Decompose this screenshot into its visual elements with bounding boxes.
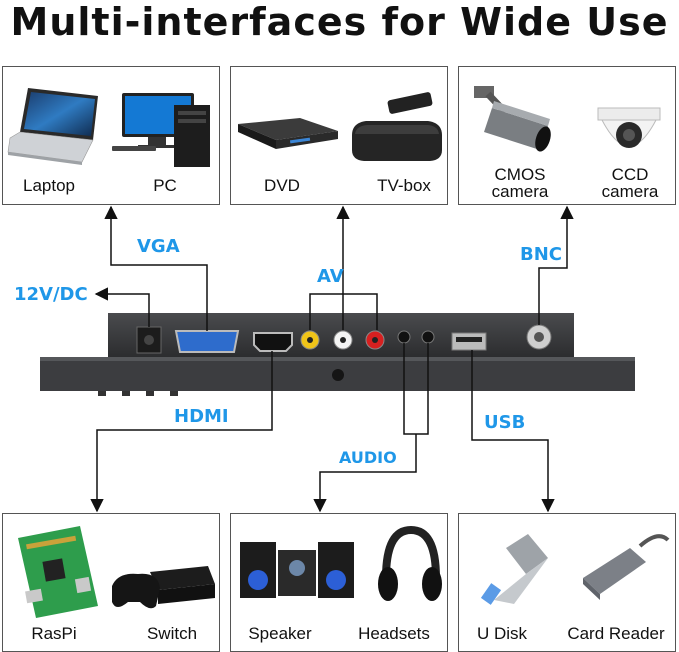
cmos-label-line1: CMOS [494, 165, 546, 184]
av-port-yellow-icon [300, 330, 320, 350]
av-port-white-icon [333, 330, 353, 350]
pc-icon [112, 93, 210, 167]
cmos-label-line2: camera [491, 182, 549, 201]
connector-lines [90, 205, 574, 513]
speaker-system-icon [240, 542, 354, 598]
pc-label: PC [153, 176, 177, 195]
speaker-label: Speaker [248, 624, 312, 643]
card-reader-icon [583, 534, 670, 600]
headsets-label: Headsets [358, 624, 430, 643]
raspi-label: RasPi [31, 624, 77, 643]
dvd-player-icon [238, 118, 338, 149]
usb-label: USB [484, 412, 526, 433]
av-label: AV [317, 266, 344, 287]
dc-port-icon [136, 326, 162, 354]
vga-label: VGA [137, 236, 180, 257]
headphones-icon [378, 525, 442, 601]
raspberry-pi-icon [18, 526, 98, 618]
hdmi-port-icon [253, 332, 293, 352]
card-reader-label: Card Reader [567, 624, 665, 643]
hdmi-label: HDMI [174, 406, 229, 427]
cmos-camera-icon [474, 86, 551, 152]
u-disk-label: U Disk [476, 624, 528, 643]
audio-label: AUDIO [339, 448, 397, 467]
bnc-port-icon [526, 324, 552, 350]
game-console-icon [112, 566, 215, 609]
laptop-label: Laptop [23, 176, 75, 195]
bnc-label: BNC [520, 244, 562, 265]
switch-label: Switch [146, 624, 198, 643]
laptop-icon [7, 88, 98, 165]
dvd-label: DVD [264, 176, 300, 195]
usb-drive-icon [480, 534, 548, 605]
tv-box-label: TV-box [377, 176, 431, 195]
dc-label: 12V/DC [14, 284, 88, 305]
monitor-back-panel [40, 313, 635, 396]
page-title: Multi-interfaces for Wide Use [10, 0, 669, 44]
usb-port-icon [451, 332, 487, 351]
tv-box-icon [352, 92, 442, 161]
ccd-label-line1: CCD [611, 165, 649, 184]
av-port-red-icon [365, 330, 385, 350]
vga-port-icon [174, 330, 240, 353]
ccd-label-line2: camera [601, 182, 659, 201]
box-storage [458, 513, 676, 652]
ccd-camera-icon [597, 107, 661, 148]
